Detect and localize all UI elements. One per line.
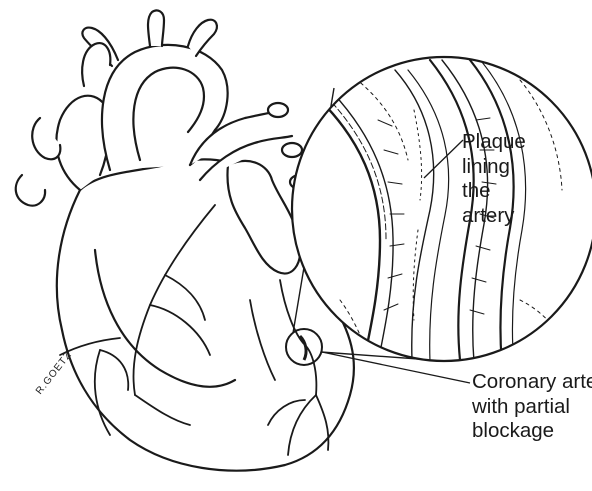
plaque-label-line-2: lining [462,155,526,180]
coronary-label-line-3: blockage [472,419,592,444]
coronary-label-line-2: with partial [472,395,592,420]
plaque-label: Plaque lining the artery [462,130,526,228]
coronary-label: Coronary artery with partial blockage [472,370,592,444]
plaque-label-line-4: artery [462,204,526,229]
plaque-label-line-3: the [462,179,526,204]
plaque-label-line-1: Plaque [462,130,526,155]
coronary-label-line-1: Coronary artery [472,370,592,395]
